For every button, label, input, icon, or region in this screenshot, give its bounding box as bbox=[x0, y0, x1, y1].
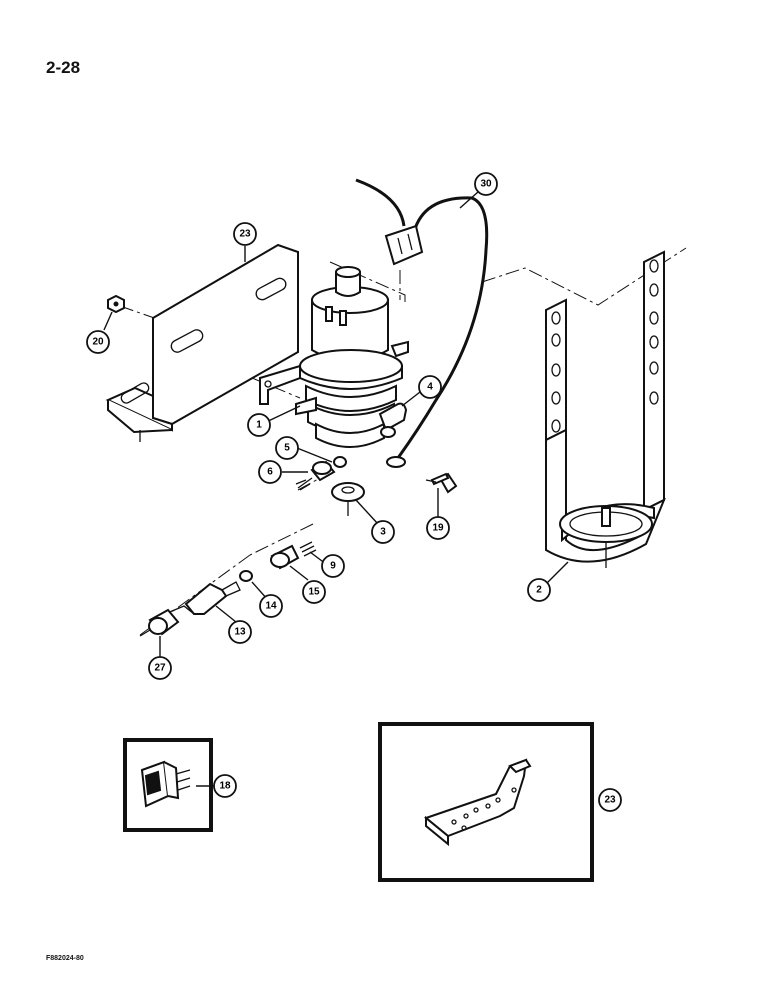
callout-4: 4 bbox=[418, 375, 442, 399]
callout-3: 3 bbox=[371, 520, 395, 544]
page-number: 2-28 bbox=[46, 58, 81, 77]
callout-30: 30 bbox=[474, 172, 498, 196]
callout-2: 2 bbox=[527, 578, 551, 602]
strap-bracket bbox=[545, 250, 666, 568]
inset-switch: 18 bbox=[123, 738, 237, 832]
callout-3-label: 3 bbox=[380, 527, 386, 538]
callout-9-label: 9 bbox=[330, 561, 336, 572]
nut-part bbox=[107, 294, 125, 314]
callout-14: 14 bbox=[259, 594, 283, 618]
callout-20: 20 bbox=[86, 330, 110, 354]
inset-bracket: 23 bbox=[378, 722, 622, 882]
callout-14-label: 14 bbox=[265, 601, 277, 612]
filter-cup bbox=[331, 482, 365, 516]
callout-15-label: 15 bbox=[308, 587, 320, 598]
callout-13-label: 13 bbox=[234, 627, 246, 638]
callout-6: 6 bbox=[258, 460, 282, 484]
callout-30-label: 30 bbox=[480, 179, 492, 190]
callout-5-label: 5 bbox=[284, 443, 290, 454]
leader-lines bbox=[103, 191, 569, 658]
callout-27-label: 27 bbox=[154, 663, 166, 674]
callout-6-label: 6 bbox=[267, 467, 273, 478]
callout-13: 13 bbox=[228, 620, 252, 644]
fittings-chain bbox=[139, 541, 317, 637]
callout-19: 19 bbox=[426, 516, 450, 540]
callout-1-label: 1 bbox=[256, 420, 262, 431]
callout-1: 1 bbox=[247, 413, 271, 437]
callout-23-inset-label: 23 bbox=[604, 795, 616, 806]
callout-27: 27 bbox=[148, 656, 172, 680]
wire-harness bbox=[355, 178, 489, 468]
fuel-pump bbox=[259, 266, 409, 448]
figure-code: F882024-80 bbox=[46, 955, 84, 962]
callout-15: 15 bbox=[302, 580, 326, 604]
callout-18-label: 18 bbox=[219, 781, 231, 792]
callout-2-label: 2 bbox=[536, 585, 542, 596]
callout-23-main: 23 bbox=[233, 222, 257, 246]
callout-9: 9 bbox=[321, 554, 345, 578]
callout-5: 5 bbox=[275, 436, 299, 460]
mounting-bracket bbox=[105, 243, 299, 442]
fittings-5-6 bbox=[295, 456, 347, 491]
callout-23-label: 23 bbox=[239, 229, 251, 240]
callout-4-label: 4 bbox=[427, 382, 433, 393]
bolt-part bbox=[425, 472, 458, 494]
callout-19-label: 19 bbox=[432, 523, 444, 534]
callout-20-label: 20 bbox=[92, 337, 104, 348]
